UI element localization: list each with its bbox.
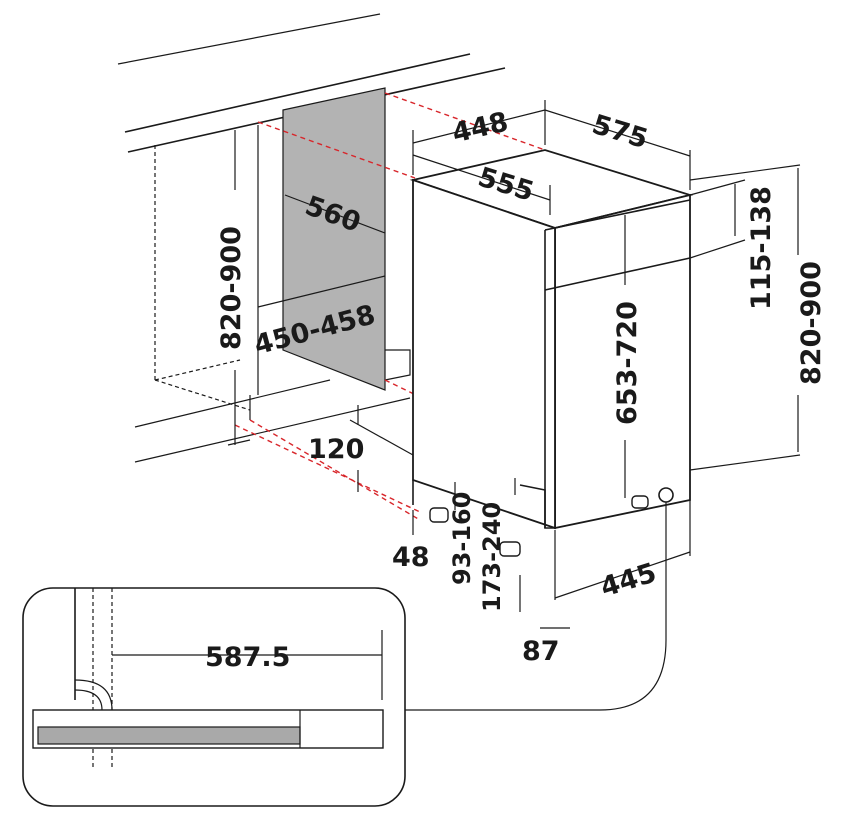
label-foot-offset: 87 xyxy=(522,636,560,667)
label-width-top: 575 xyxy=(588,109,651,155)
label-foot-range-a: 93-160 xyxy=(448,492,476,585)
detail-bar xyxy=(37,726,301,745)
label-depth-cabinet: 448 xyxy=(449,107,511,150)
label-plinth-offset: 48 xyxy=(392,542,430,573)
niche-bracket xyxy=(384,349,411,381)
label-niche-height-left: 820-900 xyxy=(216,226,247,350)
label-base-width: 445 xyxy=(597,557,660,603)
dimension-lines xyxy=(227,100,801,711)
cabinet-dashed-outline xyxy=(154,125,259,420)
label-detail-width: 587.5 xyxy=(205,642,290,673)
label-panel-height: 115-138 xyxy=(746,186,777,310)
label-height-right: 820-900 xyxy=(796,261,827,385)
label-door-height: 653-720 xyxy=(612,301,643,425)
label-plinth-height: 120 xyxy=(308,434,364,465)
detail-inset xyxy=(22,587,406,807)
dishwasher-body xyxy=(409,149,694,557)
red-guide-lines xyxy=(234,92,546,521)
niche-rear-panel xyxy=(282,87,386,391)
label-foot-range-b: 173-240 xyxy=(478,502,506,612)
